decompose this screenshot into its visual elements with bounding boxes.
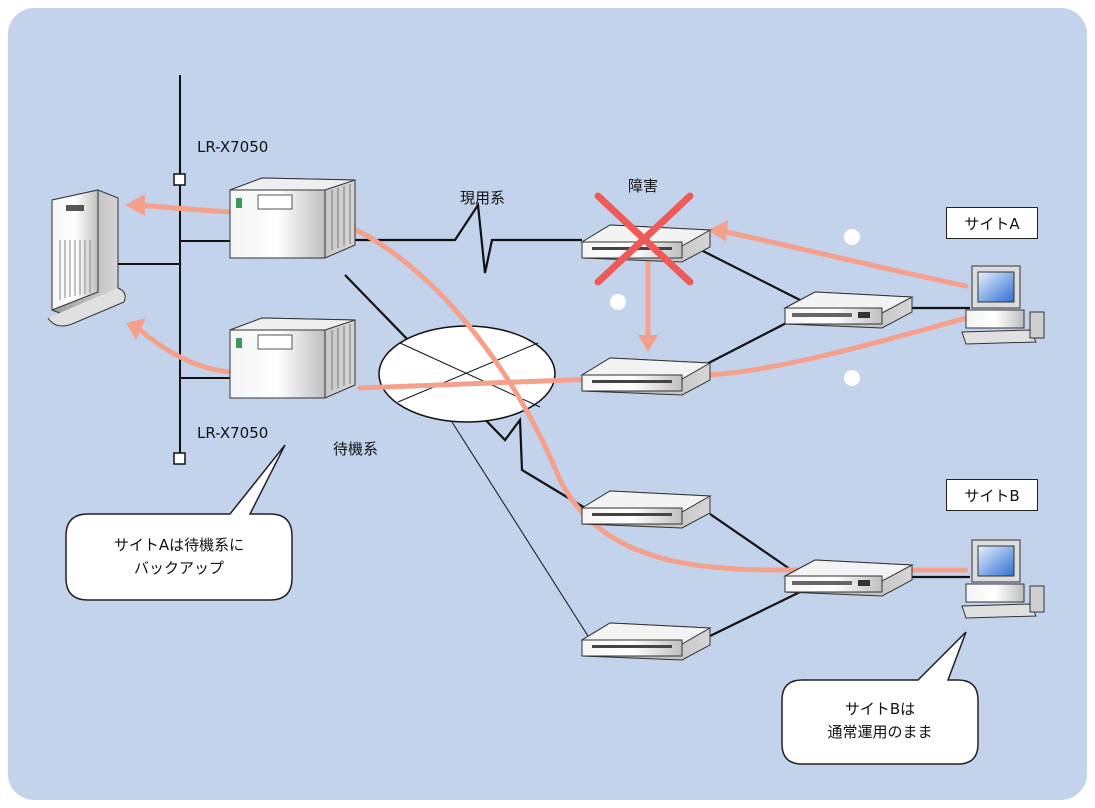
standby-line-label: 待機系	[333, 440, 379, 458]
callout-right-text: サイトBは 通常運用のまま	[782, 698, 978, 744]
router-standby-label: LR-X7050	[197, 424, 269, 442]
server-icon	[47, 189, 126, 327]
site-a-switch	[783, 291, 914, 329]
site-b-pc-icon	[961, 539, 1045, 619]
backbone-lan	[118, 75, 235, 455]
router-standby-icon	[229, 317, 356, 399]
wan-links	[344, 201, 970, 637]
traffic-paths	[137, 202, 969, 573]
callout-left-text: サイトAは待機系に バックアップ	[66, 534, 292, 580]
remote-router-3	[580, 490, 712, 529]
router-active-label: LR-X7050	[197, 138, 269, 156]
ip-network-link	[451, 421, 589, 637]
failure-label: 障害	[628, 177, 659, 195]
remote-router-2	[580, 357, 712, 396]
callout-left-line2: バックアップ	[133, 559, 224, 577]
site-b-label: サイトB	[946, 479, 1038, 511]
lan-terminator-top	[173, 173, 186, 186]
remote-router-4	[580, 622, 712, 661]
callout-right-line1: サイトBは	[844, 700, 916, 718]
callout-right-line2: 通常運用のまま	[827, 723, 933, 741]
site-a-pc-icon	[961, 265, 1045, 345]
site-a-label: サイトA	[946, 207, 1038, 239]
callout-left-bubble	[65, 444, 293, 601]
site-b-switch	[783, 559, 914, 597]
failure-x-icon	[594, 192, 694, 286]
router-active-icon	[229, 177, 356, 259]
callout-right-bubble	[781, 631, 979, 765]
arrowheads	[125, 194, 728, 352]
ip-network-cloud	[378, 325, 556, 423]
callout-left-line1: サイトAは待機系に	[113, 536, 245, 554]
active-line-label: 現用系	[460, 189, 506, 207]
path-markers	[610, 229, 860, 386]
lan-terminator-bottom	[173, 452, 186, 465]
